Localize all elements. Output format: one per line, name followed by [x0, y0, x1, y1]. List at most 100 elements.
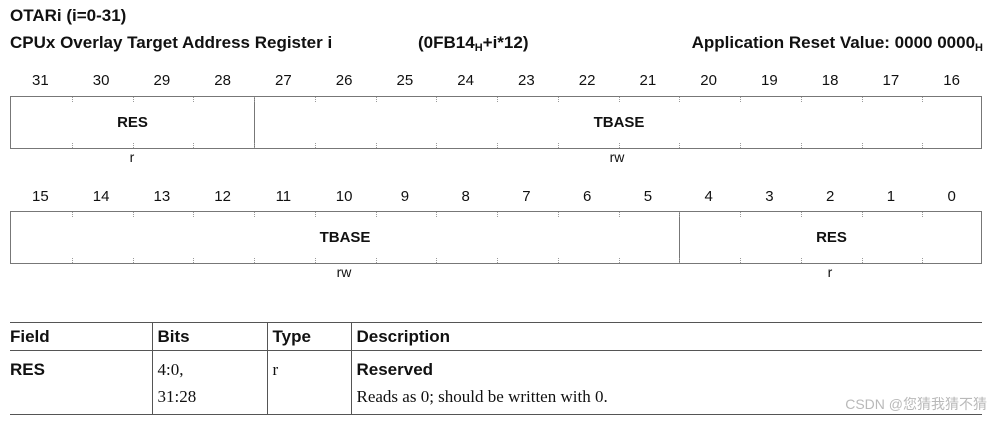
field-tbase-upper: TBASE: [254, 97, 983, 148]
bit-number: 19: [761, 72, 778, 89]
bit-divider-tick: [436, 97, 438, 102]
bit-number: 12: [214, 188, 231, 205]
bit-divider-tick: [861, 212, 863, 217]
bit-number: 23: [518, 72, 535, 89]
bit-divider-tick: [193, 212, 195, 217]
bit-number: 5: [643, 188, 653, 205]
bit-divider-tick: [132, 97, 134, 102]
bit-divider-tick: [679, 258, 681, 263]
bit-divider-tick: [800, 212, 802, 217]
bit-number: 9: [400, 188, 410, 205]
bit-divider-tick: [254, 258, 255, 263]
register-row-lower: TBASE RES: [10, 211, 982, 264]
offset-hex-suffix: H: [474, 42, 483, 54]
bit-divider-tick: [861, 143, 863, 148]
bit-divider-tick: [193, 143, 195, 148]
reset-label: Application Reset Value: 0000 0000: [691, 33, 976, 52]
field-description: Reserved Reads as 0; should be written w…: [350, 350, 982, 415]
bit-divider-tick: [71, 258, 73, 263]
bit-divider-tick: [800, 97, 802, 102]
bit-number: 28: [214, 72, 231, 89]
bit-number: 7: [522, 188, 531, 205]
bit-divider-tick: [800, 143, 802, 148]
bit-divider-tick: [314, 212, 316, 217]
access-type: r: [129, 149, 135, 165]
bit-divider-tick: [254, 143, 255, 148]
bit-divider-tick: [618, 97, 620, 102]
bit-divider-tick: [800, 258, 802, 263]
field-tbase-lower: TBASE: [319, 229, 371, 246]
bit-number: 16: [943, 72, 960, 89]
bit-divider-tick: [861, 258, 863, 263]
access-type: rw: [336, 264, 352, 280]
bit-divider-tick: [618, 143, 620, 148]
table-row: RES 4:0, 31:28 r Reserved Reads as 0; sh…: [10, 350, 982, 415]
watermark: CSDN @您猜我猜不猜: [845, 396, 987, 412]
register-offset: (0FB14H+i*12): [418, 33, 528, 54]
bit-number: 17: [882, 72, 900, 89]
bit-number: 30: [92, 72, 110, 89]
bit-divider-tick: [861, 97, 863, 102]
field-bits: 4:0, 31:28: [151, 350, 267, 415]
bit-divider-tick: [497, 212, 498, 217]
bit-number: 3: [765, 188, 774, 205]
bit-number: 31: [32, 72, 49, 89]
offset-prefix: (0FB14: [418, 33, 475, 52]
description-title: Reserved: [356, 360, 434, 379]
bit-divider-tick: [922, 258, 924, 263]
bit-divider-tick: [740, 143, 741, 148]
register-title: OTARi (i=0-31): [10, 6, 127, 25]
reset-hex-suffix: H: [975, 42, 983, 54]
bit-divider-tick: [679, 143, 681, 148]
bit-divider-tick: [132, 258, 134, 263]
bit-number: 24: [457, 72, 474, 89]
bit-number: 13: [153, 188, 171, 205]
bit-number: 18: [821, 72, 839, 89]
bit-number: 10: [335, 188, 353, 205]
register-name: CPUx Overlay Target Address Register i: [10, 33, 333, 52]
bit-divider-tick: [679, 97, 681, 102]
bit-number: 25: [396, 72, 414, 89]
bit-divider-tick: [618, 212, 620, 217]
bit-divider-tick: [922, 212, 924, 217]
register-row-upper: RES TBASE: [10, 96, 982, 149]
column-header: Description: [350, 322, 982, 351]
bit-number: 14: [92, 188, 110, 205]
bit-divider-tick: [71, 97, 73, 102]
access-type: r: [827, 264, 833, 280]
bit-divider-tick: [436, 212, 438, 217]
bits-line: 4:0,: [157, 360, 184, 379]
bit-divider-tick: [314, 143, 316, 148]
bit-divider-tick: [375, 143, 377, 148]
bit-divider-tick: [193, 258, 195, 263]
bit-divider-tick: [497, 258, 498, 263]
bit-divider-tick: [314, 258, 316, 263]
bit-divider-tick: [740, 258, 741, 263]
bit-divider-tick: [497, 97, 498, 102]
bit-number: 6: [582, 188, 592, 205]
bit-divider-tick: [132, 212, 134, 217]
bit-divider-tick: [375, 212, 377, 217]
bit-number: 29: [153, 72, 171, 89]
bit-divider-tick: [557, 212, 559, 217]
bit-divider-tick: [740, 97, 741, 102]
bit-number: 21: [639, 72, 657, 89]
table-header-row: Field Bits Type Description: [10, 322, 982, 351]
column-header: Type: [266, 322, 351, 351]
bit-number: 15: [32, 188, 49, 205]
bit-divider-tick: [375, 258, 377, 263]
bit-divider-tick: [71, 212, 73, 217]
bit-divider-tick: [254, 212, 255, 217]
bit-divider-tick: [922, 97, 924, 102]
reset-value: Application Reset Value: 0000 0000H: [692, 33, 983, 54]
bit-divider-tick: [497, 143, 498, 148]
access-type: rw: [609, 149, 625, 165]
bit-number: 26: [335, 72, 353, 89]
description-text: Reads as 0; should be written with 0.: [356, 387, 608, 406]
bit-divider-tick: [314, 97, 316, 102]
bit-divider-tick: [557, 258, 559, 263]
bit-number: 27: [275, 72, 292, 89]
bit-divider-tick: [375, 97, 377, 102]
bit-divider-tick: [557, 143, 559, 148]
bit-divider-tick: [740, 212, 741, 217]
